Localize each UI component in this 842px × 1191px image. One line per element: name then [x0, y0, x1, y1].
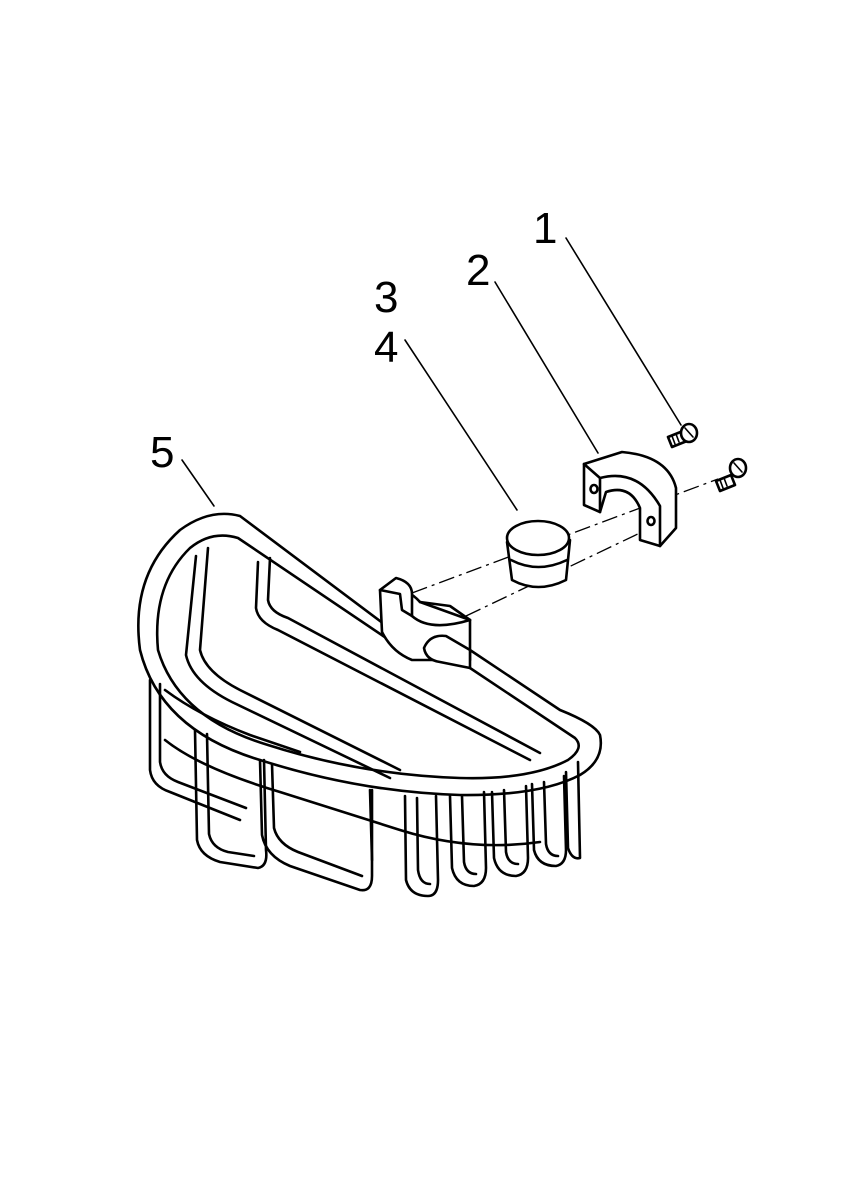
callout-1: 1: [533, 204, 557, 253]
leader-1: [565, 237, 682, 426]
screw-part-1b: [714, 457, 748, 493]
leader-4: [404, 339, 518, 511]
callout-5: 5: [150, 428, 174, 477]
insert-part-3-4: [505, 519, 572, 589]
leader-lines: [181, 237, 682, 511]
callout-2: 2: [466, 246, 490, 295]
basket-holder-block: [378, 576, 472, 670]
callout-4: 4: [374, 323, 398, 372]
callout-3: 3: [374, 273, 398, 322]
leader-2: [494, 281, 599, 454]
leader-5: [181, 459, 215, 507]
screw-part-1: [666, 422, 699, 449]
wire-basket-part-5: [137, 512, 603, 898]
wall-bracket-part-2: [582, 450, 678, 548]
